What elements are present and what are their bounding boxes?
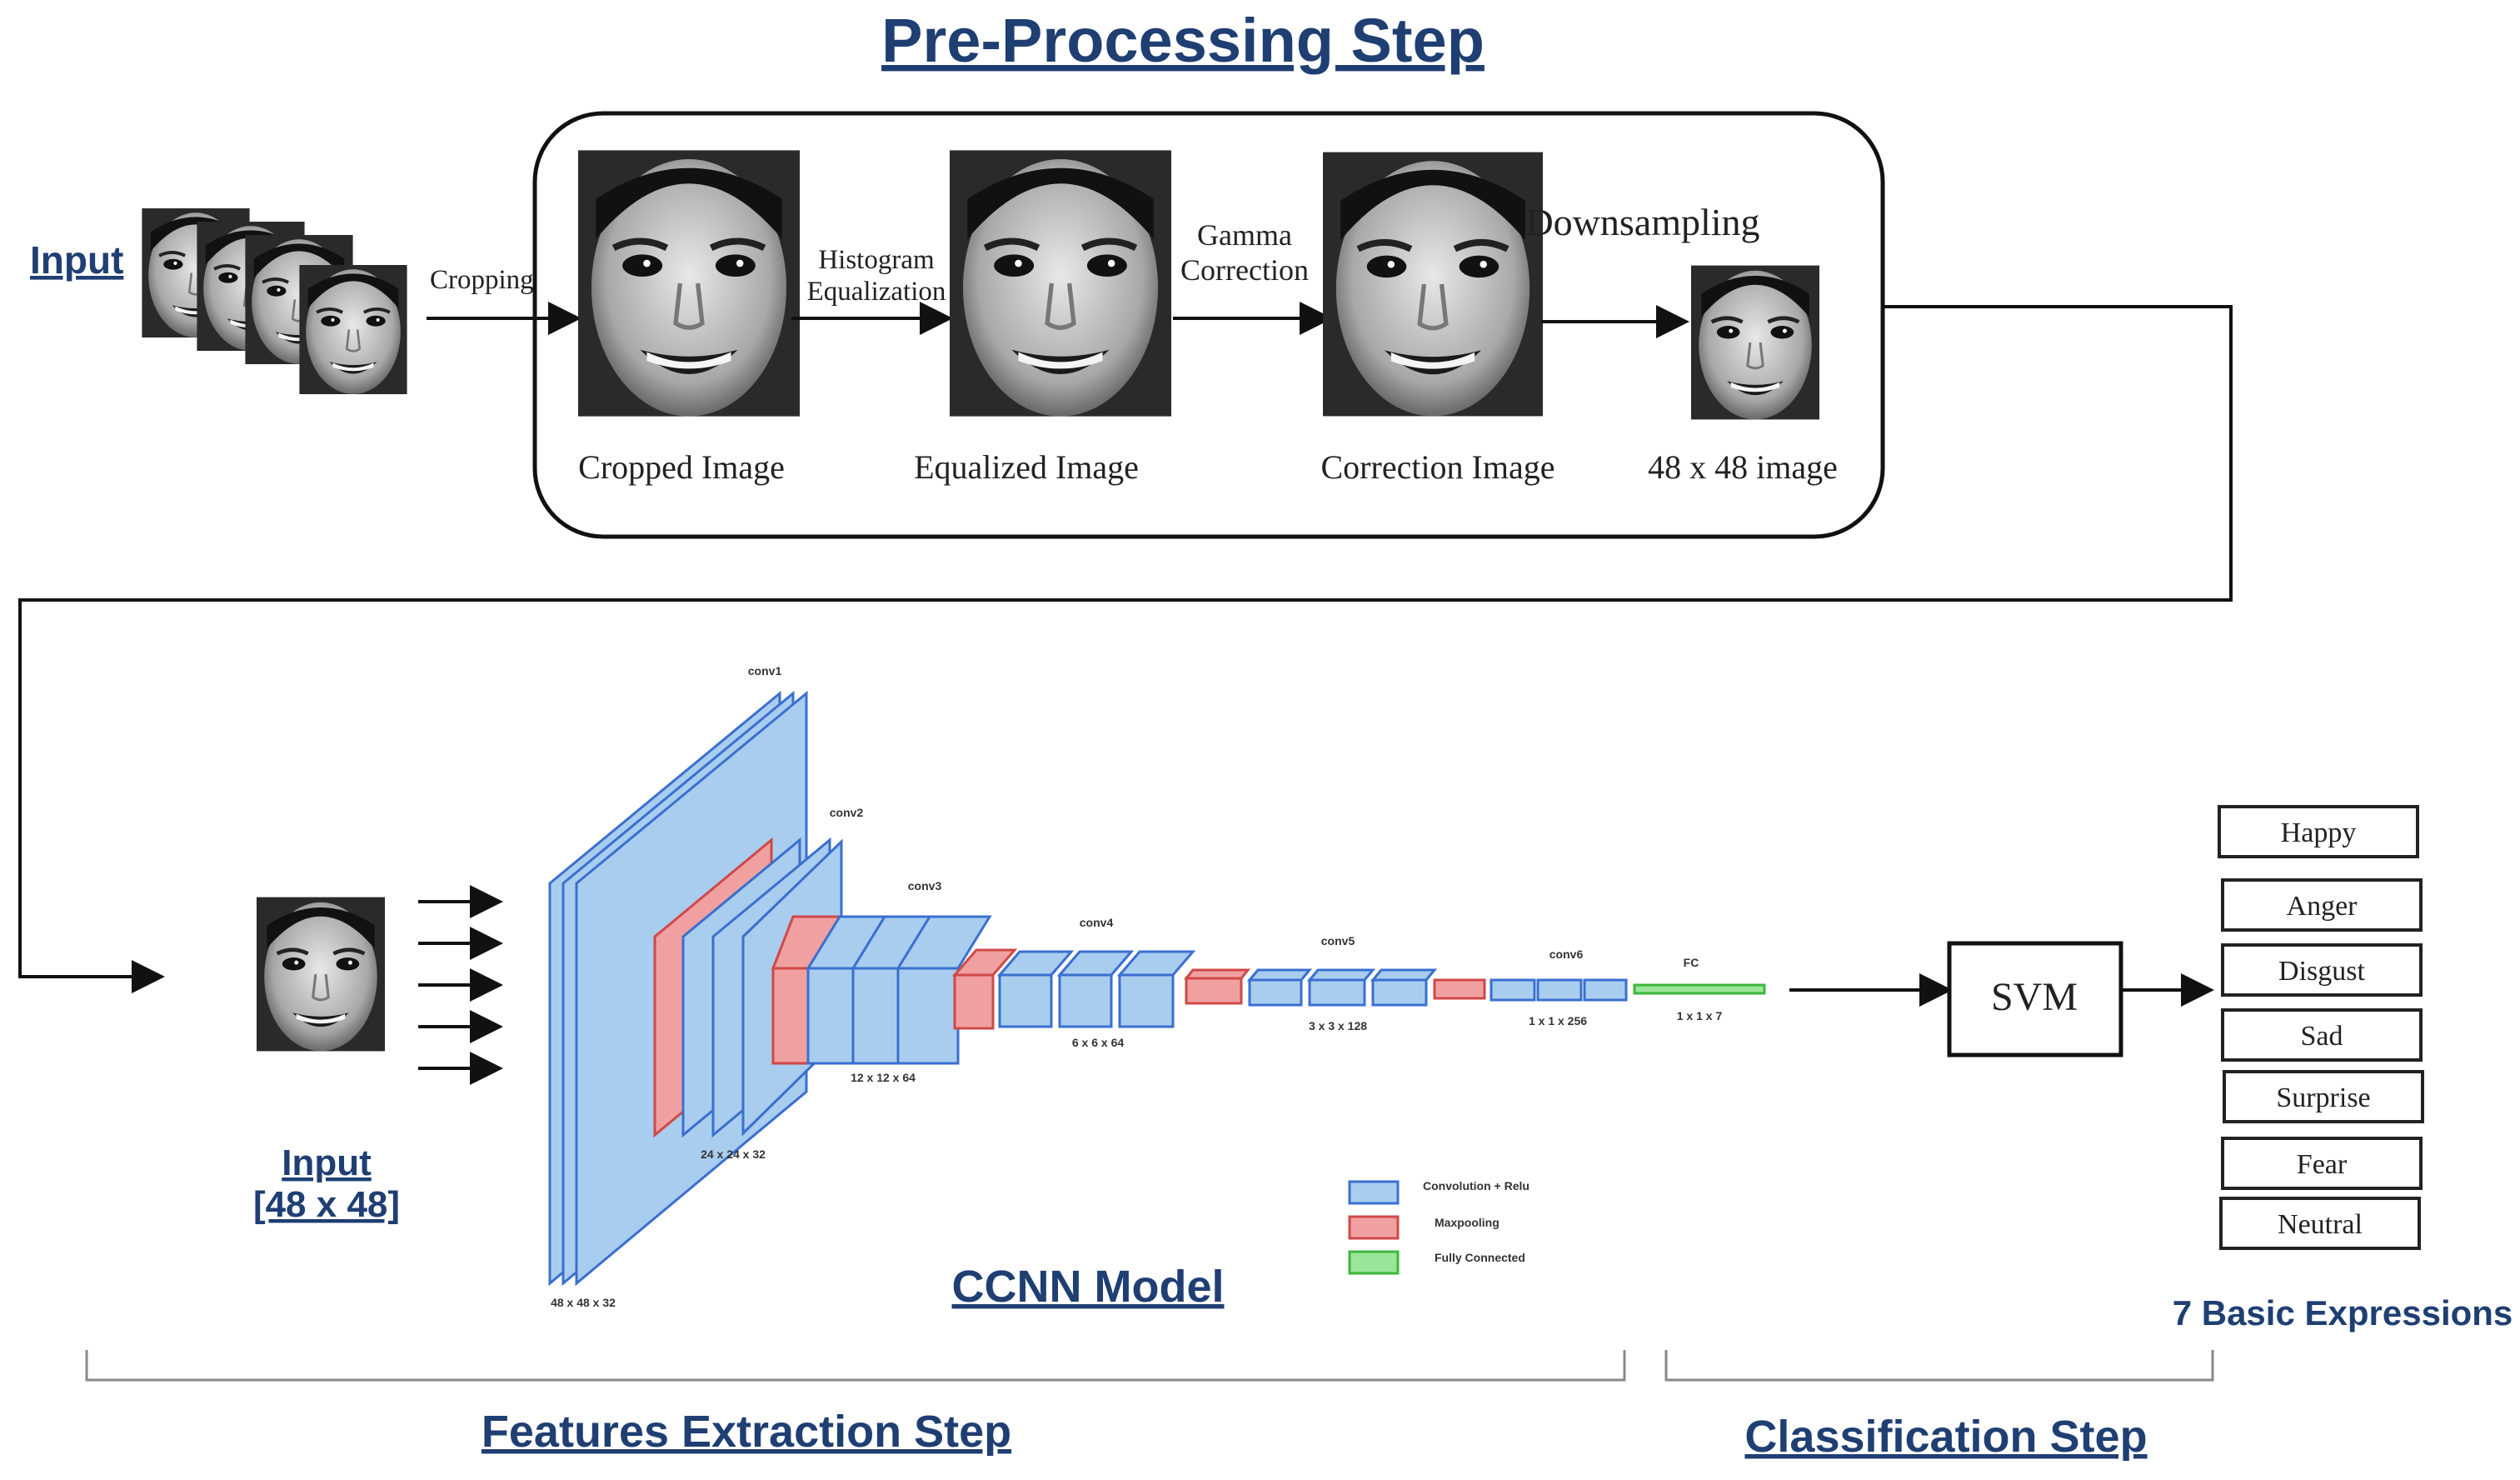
expression-box-anger bbox=[2221, 878, 2423, 932]
caption-cropped: Cropped Image bbox=[578, 448, 785, 486]
fc-layer bbox=[1633, 983, 1766, 995]
expression-sad: Sad bbox=[2301, 1021, 2343, 1052]
preprocessing-box bbox=[532, 111, 1885, 539]
legend-label-fc: Fully Connected bbox=[1435, 1251, 1525, 1264]
expression-disgust: Disgust bbox=[2278, 956, 2365, 987]
layer-label-conv6: conv6 bbox=[1549, 948, 1584, 961]
expression-surprise: Surprise bbox=[2276, 1082, 2370, 1113]
legend-label-conv: Convolution + Relu bbox=[1423, 1179, 1529, 1192]
caption-equalized: Equalized Image bbox=[914, 448, 1139, 486]
conv3-front-c bbox=[896, 967, 960, 1065]
legend-swatch-pool bbox=[1348, 1215, 1400, 1240]
dim-label-conv5: 3 x 3 x 128 bbox=[1309, 1019, 1367, 1032]
expression-box-disgust bbox=[2221, 943, 2423, 997]
dim-label-conv3: 12 x 12 x 64 bbox=[851, 1071, 916, 1084]
conv4-front-b bbox=[1058, 973, 1113, 1028]
expression-fear: Fear bbox=[2297, 1149, 2348, 1180]
features-title: Features Extraction Step bbox=[482, 1407, 1011, 1457]
expression-list: Happy Anger Disgust Sad Surprise Fear Ne… bbox=[2218, 805, 2424, 1250]
layer-label-conv4: conv4 bbox=[1080, 916, 1114, 929]
histogram-label-2: Equalization bbox=[807, 277, 946, 307]
conv5-box-b bbox=[1306, 968, 1376, 982]
network-input-label-1: Input bbox=[282, 1142, 372, 1183]
expression-happy: Happy bbox=[2281, 818, 2357, 848]
classification-title: Classification Step bbox=[1744, 1412, 2147, 1462]
downsampling-label: Downsampling bbox=[1525, 201, 1759, 243]
model-title: CCNN Model bbox=[952, 1262, 1225, 1312]
layer-label-conv2: conv2 bbox=[830, 806, 864, 819]
layer-label-conv5: conv5 bbox=[1321, 934, 1355, 948]
conv5-box-a bbox=[1246, 968, 1313, 982]
cropping-label: Cropping bbox=[430, 265, 534, 295]
expression-box-sad bbox=[2221, 1008, 2423, 1062]
legend-label-pool: Maxpooling bbox=[1435, 1216, 1500, 1229]
gamma-label-2: Correction bbox=[1180, 253, 1309, 287]
conv4-front-a bbox=[998, 973, 1053, 1028]
network-input-image bbox=[257, 898, 385, 1052]
input-label: Input bbox=[30, 238, 123, 282]
features-bracket bbox=[85, 1350, 1626, 1382]
caption-48: 48 x 48 image bbox=[1648, 448, 1838, 486]
layer-label-conv1: conv1 bbox=[748, 664, 782, 678]
legend-swatch-conv bbox=[1348, 1180, 1400, 1205]
expression-box-fear bbox=[2221, 1137, 2423, 1190]
connector-line bbox=[18, 305, 2233, 993]
conv5-front-c bbox=[1371, 978, 1428, 1007]
network-input-label-2: [48 x 48] bbox=[253, 1184, 400, 1225]
correction-image bbox=[1323, 152, 1543, 417]
layer-label-conv3: conv3 bbox=[908, 879, 942, 892]
ccnn-network: conv1 48 x 48 x 32 conv2 24 x 24 x 32 co… bbox=[548, 664, 1766, 1309]
input-image-stack bbox=[142, 208, 407, 394]
expression-anger: Anger bbox=[2287, 891, 2358, 922]
pool4-front bbox=[1185, 977, 1243, 1005]
pool5-front bbox=[1433, 978, 1486, 1000]
conv4-box-c bbox=[1116, 950, 1196, 977]
expression-box-happy bbox=[2218, 805, 2419, 858]
svm-box bbox=[1947, 941, 2123, 1058]
conv4-box-b bbox=[1056, 950, 1135, 977]
dim-label-conv1: 48 x 48 x 32 bbox=[551, 1296, 616, 1309]
caption-correction: Correction Image bbox=[1321, 448, 1555, 486]
conv6-front-b bbox=[1536, 978, 1583, 1002]
expressions-title: 7 Basic Expressions bbox=[2173, 1293, 2513, 1332]
expression-neutral: Neutral bbox=[2278, 1209, 2363, 1240]
histogram-label-1: Histogram bbox=[818, 245, 935, 275]
dim-label-conv6: 1 x 1 x 256 bbox=[1529, 1014, 1587, 1028]
conv5-front-a bbox=[1248, 978, 1303, 1007]
conv6-front-a bbox=[1490, 978, 1536, 1002]
gamma-label-1: Gamma bbox=[1197, 218, 1292, 252]
dim-label-conv4: 6 x 6 x 64 bbox=[1072, 1036, 1124, 1049]
svm-label: SVM bbox=[1991, 975, 2078, 1019]
cropped-image bbox=[578, 150, 800, 416]
pool3-front bbox=[953, 973, 995, 1030]
layer-label-fc: FC bbox=[1684, 956, 1699, 969]
dim-label-conv2: 24 x 24 x 32 bbox=[701, 1148, 766, 1161]
conv5-box-c bbox=[1370, 968, 1438, 982]
network-legend: Convolution + Relu Maxpooling Fully Conn… bbox=[1348, 1179, 1529, 1275]
input-arrows bbox=[418, 885, 503, 1085]
expression-box-neutral bbox=[2219, 1197, 2421, 1250]
conv6-front-c bbox=[1583, 978, 1628, 1002]
dim-label-fc: 1 x 1 x 7 bbox=[1677, 1009, 1723, 1022]
downsampled-image bbox=[1691, 266, 1819, 420]
expression-box-surprise bbox=[2223, 1070, 2424, 1123]
preprocessing-title: Pre-Processing Step bbox=[881, 6, 1485, 75]
conv4-front-c bbox=[1118, 973, 1175, 1028]
legend-swatch-fc bbox=[1348, 1250, 1400, 1275]
classification-bracket bbox=[1664, 1350, 2214, 1382]
conv5-front-b bbox=[1308, 978, 1366, 1007]
equalized-image bbox=[950, 150, 1171, 416]
